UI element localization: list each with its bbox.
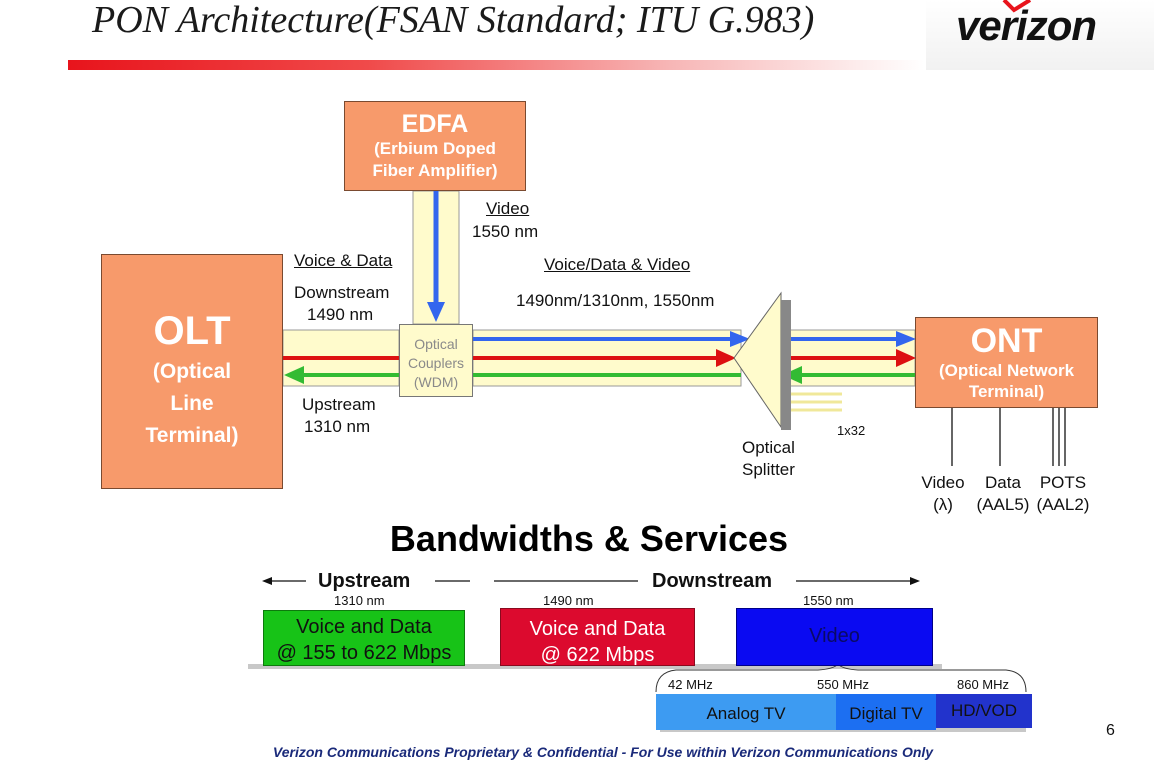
splitter-edge <box>781 300 791 430</box>
service-nm-1310: 1310 nm <box>334 593 385 608</box>
service-nm-1490: 1490 nm <box>543 593 594 608</box>
video-nm-label: 1550 nm <box>472 222 539 241</box>
olt-line3: Terminal) <box>145 424 239 447</box>
edfa-line2: Fiber Amplifier) <box>372 161 498 180</box>
service-upstream-line1: Voice and Data <box>296 616 432 638</box>
ont-output-lines <box>951 408 1066 466</box>
freq-550: 550 MHz <box>817 677 870 692</box>
ont-box: ONT (Optical Network Terminal) <box>915 317 1098 408</box>
ont-title: ONT <box>970 322 1043 360</box>
digital-tv-band: Digital TV <box>836 694 936 730</box>
downstream-label: Downstream <box>294 283 390 302</box>
ont-data-sub-label: (AAL5) <box>976 495 1030 514</box>
freq-42: 42 MHz <box>668 677 713 692</box>
page-number: 6 <box>1106 722 1115 739</box>
service-nm-1550: 1550 nm <box>803 593 854 608</box>
split-ratio-label: 1x32 <box>837 423 866 438</box>
service-downstream-line2: @ 622 Mbps <box>540 644 655 666</box>
footer-confidential: Verizon Communications Proprietary & Con… <box>272 744 934 760</box>
coupler-line2: Couplers <box>407 355 465 371</box>
downstream-nm-label: 1490 nm <box>307 305 374 324</box>
logo-check-icon <box>1002 0 1032 13</box>
olt-line2: Line <box>170 392 214 415</box>
bandwidths-title: Bandwidths & Services <box>389 518 789 559</box>
logo-area <box>926 0 1154 70</box>
coupler-line3: (WDM) <box>413 374 459 390</box>
service-baseline <box>248 664 942 669</box>
video-label: Video <box>486 199 530 218</box>
ont-pots-sub-label: (AAL2) <box>1036 495 1090 514</box>
ont-line2: Terminal) <box>968 382 1045 401</box>
optical-coupler-box: Optical Couplers (WDM) <box>399 324 473 397</box>
ont-line1: (Optical Network <box>938 361 1075 380</box>
olt-box: OLT (Optical Line Terminal) <box>101 254 283 489</box>
combined-nm-label: 1490nm/1310nm, 1550nm <box>516 291 715 310</box>
edfa-title: EDFA <box>401 110 469 138</box>
voice-data-label: Voice & Data <box>294 251 393 270</box>
service-upstream-box: Voice and Data @ 155 to 622 Mbps <box>263 610 465 666</box>
analog-tv-band: Analog TV <box>656 694 836 730</box>
ont-video-label: Video <box>921 473 965 492</box>
splitter-outputs <box>783 392 842 412</box>
splitter-shape <box>733 291 782 429</box>
ont-data-label: Data <box>985 473 1021 492</box>
service-video-box: Video <box>736 608 933 666</box>
edfa-line1: (Erbium Doped <box>374 139 496 158</box>
freq-860: 860 MHz <box>957 677 1010 692</box>
edfa-box: EDFA (Erbium Doped Fiber Amplifier) <box>344 101 526 191</box>
verizon-logo: verizon <box>956 2 1097 49</box>
service-downstream-box: Voice and Data @ 622 Mbps <box>500 608 695 666</box>
downstream-heading: Downstream <box>652 570 773 592</box>
ont-pots-label: POTS <box>1039 473 1087 492</box>
service-upstream-line2: @ 155 to 622 Mbps <box>276 642 452 664</box>
upstream-label: Upstream <box>302 395 376 414</box>
splitter-label-1: Optical <box>742 438 795 457</box>
page-title: PON Architecture(FSAN Standard; ITU G.98… <box>92 0 815 41</box>
hd-vod-band: HD/VOD <box>936 694 1032 728</box>
ont-video-sub-label: (λ) <box>933 495 953 514</box>
service-video-line1: Video <box>809 625 860 647</box>
olt-line1: (Optical <box>152 360 232 383</box>
service-downstream-line1: Voice and Data <box>529 618 666 640</box>
olt-title: OLT <box>153 309 231 353</box>
upstream-heading: Upstream <box>318 570 411 592</box>
coupler-line1: Optical <box>414 336 458 352</box>
upstream-nm-label: 1310 nm <box>304 417 371 436</box>
voice-data-video-label: Voice/Data & Video <box>544 255 691 274</box>
splitter-label-2: Splitter <box>742 460 795 479</box>
title-underline-bar <box>68 60 924 70</box>
